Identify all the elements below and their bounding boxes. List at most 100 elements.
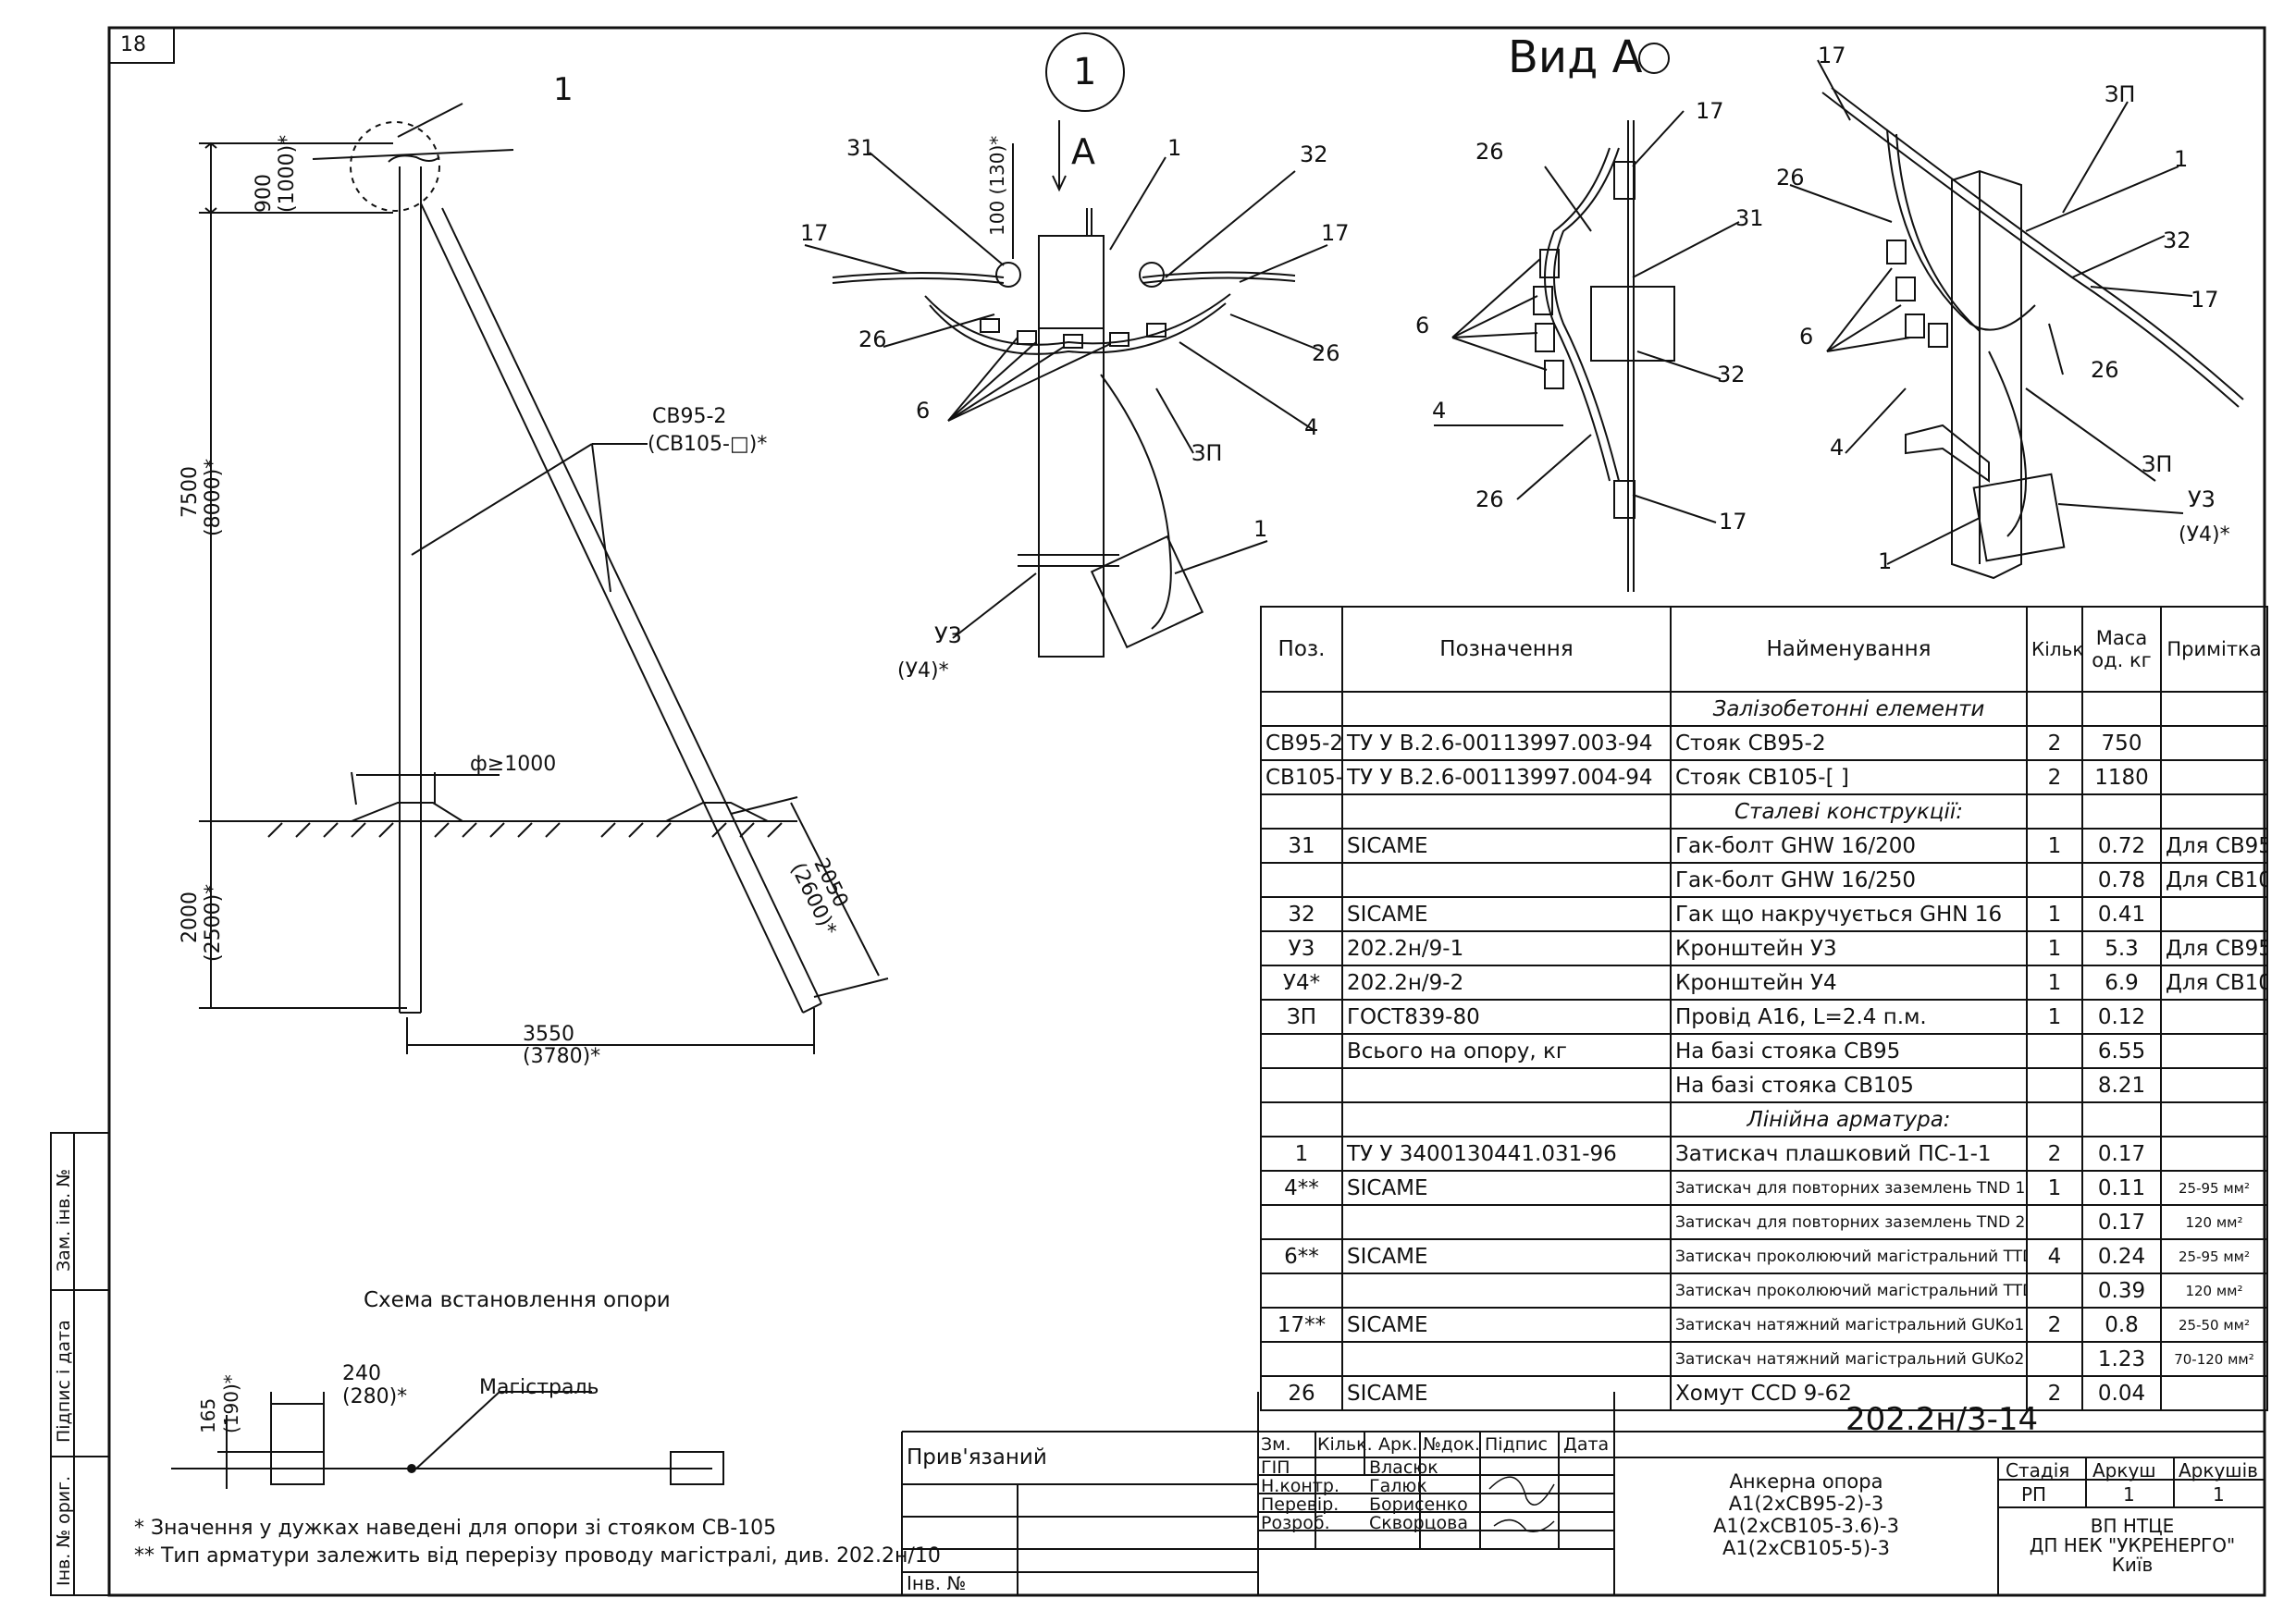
cell-name: Кронштейн У3: [1670, 930, 2028, 966]
role-gip: ГІП: [1261, 1457, 1290, 1478]
cell-code: ТУ У В.2.6-00113997.004-94: [1341, 759, 1672, 795]
cell-pos: 32: [1260, 896, 1343, 932]
specification-table: Поз. Позначення Найменування Кільк. Маса…: [1260, 606, 2268, 1411]
view-a: [1434, 43, 1740, 592]
cell-mass: 0.39: [2081, 1273, 2162, 1309]
pole-label-alt: (СВ105-□)*: [648, 433, 768, 456]
cell-qty: 1: [2026, 965, 2083, 1001]
cell-mass: 1180: [2081, 759, 2162, 795]
cell-pos: 1: [1260, 1136, 1343, 1172]
spec-section-row: Лінійна арматура:: [1260, 1101, 2268, 1137]
dim-240: 240: [342, 1362, 381, 1385]
cell-pos: 26: [1260, 1375, 1343, 1411]
cell-code: [1341, 1341, 1672, 1377]
label-17-right: 17: [1321, 220, 1350, 246]
cell-code: ГОСТ839-80: [1341, 999, 1672, 1035]
col-mass: Маса од. кг: [2081, 606, 2162, 693]
cell-mass: 0.17: [2081, 1136, 2162, 1172]
cell-pos: СВ105-□: [1260, 759, 1343, 795]
cell-code: SICAME: [1341, 1307, 1672, 1343]
detail-callout-circle: [1045, 32, 1125, 112]
drawing-code: 202.2н/3-14: [1845, 1401, 2039, 1438]
cell-name: Затискач плашковий ПС-1-1: [1670, 1136, 2028, 1172]
cell-qty: 1: [2026, 828, 2083, 864]
object-line-3: А1(2хСВ105-3.6)-3: [1713, 1515, 1899, 1538]
col-code: Позначення: [1341, 606, 1672, 693]
iso-1: 1: [2174, 146, 2189, 172]
cell-mass: 8.21: [2081, 1067, 2162, 1103]
cell-note: 25-95 мм²: [2160, 1170, 2268, 1206]
cell-code: [1341, 1067, 1672, 1103]
org-line-2: ДП НЕК "УКРЕНЕРГО": [2029, 1534, 2236, 1556]
cell-note: 120 мм²: [2160, 1273, 2268, 1309]
cell-qty: 2: [2026, 1375, 2083, 1411]
cell-name: Затискач проколюючий магістральний TTD 3…: [1670, 1238, 2028, 1274]
stage-header: Стадія: [2006, 1459, 2070, 1482]
cell-note: 25-50 мм²: [2160, 1307, 2268, 1343]
title-block-lines: [901, 1392, 2265, 1595]
cell-pos: [1260, 862, 1343, 898]
sheet-header: Аркуш: [2092, 1459, 2156, 1482]
va-4: 4: [1432, 398, 1447, 424]
spec-row: Затискач для повторних заземлень TND 231…: [1260, 1204, 2268, 1240]
cell-name: Гак-болт GHW 16/250: [1670, 862, 2028, 898]
cell-qty: [2026, 1204, 2083, 1240]
label-31: 31: [846, 135, 875, 161]
isometric-view: [1789, 59, 2244, 580]
cell-qty: 1: [2026, 1170, 2083, 1206]
col-qty: Кільк.: [2026, 606, 2083, 693]
section-title: Сталеві конструкції:: [1670, 793, 2028, 830]
iso-26-right: 26: [2091, 357, 2119, 383]
role-ncontr: Н.контр.: [1261, 1476, 1340, 1496]
section-title: Залізобетонні елементи: [1670, 691, 2028, 727]
iso-u4: (У4)*: [2179, 523, 2230, 547]
label-zp: ЗП: [1191, 440, 1223, 466]
tb-col-doc: №док.: [1423, 1434, 1481, 1455]
detail-1-circle: [350, 121, 440, 212]
pole-label: СВ95-2: [652, 405, 727, 428]
cell-mass: 0.72: [2081, 828, 2162, 864]
spec-header-row: Поз. Позначення Найменування Кільк. Маса…: [1260, 606, 2268, 693]
va-31: 31: [1735, 205, 1764, 231]
va-6: 6: [1415, 313, 1430, 338]
cell-name: Затискач для повторних заземлень TND 151: [1670, 1170, 2028, 1206]
cell-name: Затискач натяжний магістральний GUKo1: [1670, 1307, 2028, 1343]
cell-mass: 0.17: [2081, 1204, 2162, 1240]
attached-label: Прив'язаний: [907, 1445, 1047, 1469]
cell-code: 202.2н/9-2: [1341, 965, 1672, 1001]
label-1-bracket: 1: [1253, 516, 1268, 542]
cell-pos: У4*: [1260, 965, 1343, 1001]
cell-code: 202.2н/9-1: [1341, 930, 1672, 966]
va-26-top: 26: [1475, 139, 1504, 165]
va-17-top: 17: [1696, 98, 1724, 124]
cell-name: Кронштейн У4: [1670, 965, 2028, 1001]
scheme-title: Схема встановлення опори: [364, 1288, 671, 1312]
name-gip: Власюк: [1369, 1457, 1438, 1478]
dim-2500: (2500)*: [202, 883, 225, 962]
cell-note: [2160, 999, 2268, 1035]
cell-note: [2160, 1136, 2268, 1172]
dim-3780: (3780)*: [523, 1045, 601, 1068]
view-arrow-label: A: [1071, 131, 1095, 172]
cell-name: Затискач для повторних заземлень TND 231: [1670, 1204, 2028, 1240]
iso-17-top: 17: [1818, 43, 1846, 68]
diameter-label: ф≥1000: [470, 753, 557, 776]
name-developed: Скворцова: [1369, 1513, 1469, 1533]
cell-code: SICAME: [1341, 828, 1672, 864]
section-title: Лінійна арматура:: [1670, 1101, 2028, 1137]
cell-note: Для СВ105: [2160, 965, 2268, 1001]
cell-qty: [2026, 1033, 2083, 1069]
iso-zp-top: ЗП: [2105, 81, 2136, 107]
cell-qty: 1: [2026, 999, 2083, 1035]
col-pos: Поз.: [1260, 606, 1343, 693]
cell-note: Для СВ95: [2160, 930, 2268, 966]
stage-value: РП: [2021, 1483, 2047, 1506]
sheet-number: 18: [120, 33, 146, 56]
stamp-inv-orig: Інв. № ориг.: [54, 1475, 74, 1586]
